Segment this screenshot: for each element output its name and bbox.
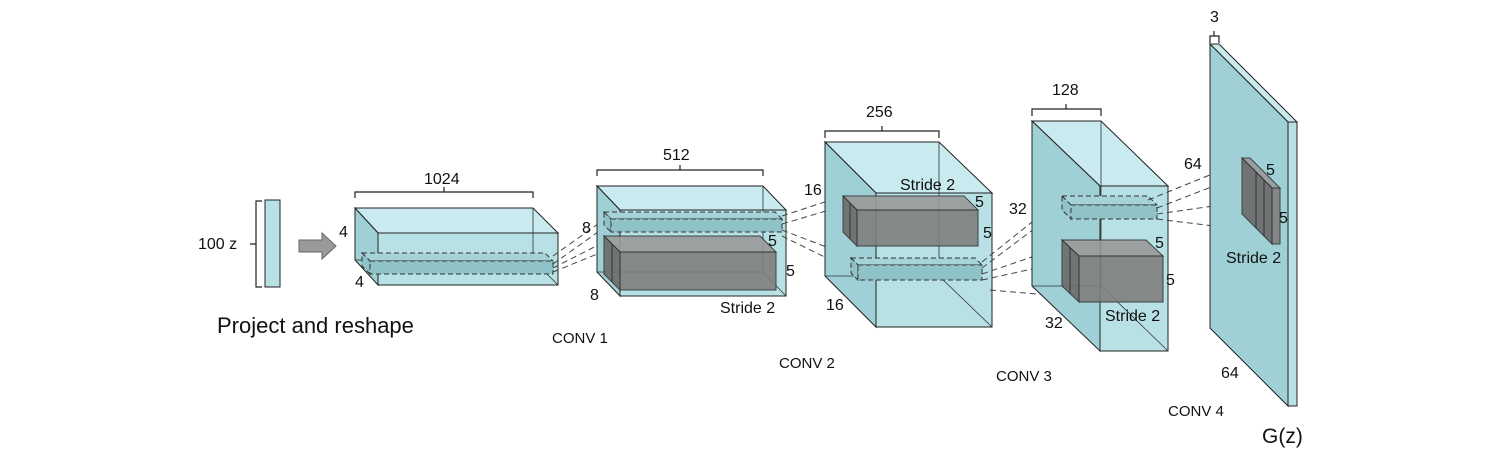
conv4-kernel-a-label: 5	[1266, 162, 1275, 179]
conv1-caption: CONV 1	[552, 330, 608, 347]
conv2-width-label: 16	[826, 297, 844, 314]
conv1-volume: 512 8 8 5 5 Stride 2 CONV 1	[552, 147, 795, 347]
conv4-height-label: 64	[1184, 156, 1202, 173]
z-label: 100 z	[198, 236, 237, 253]
project-volume: 1024 4 4	[339, 171, 560, 291]
input-z-group: 100 z Project and reshape	[198, 199, 414, 338]
conv3-volume: 128 32 32 5 5 Stride 2 CONV 3	[996, 82, 1175, 385]
conv2-kernel-a-label: 5	[975, 194, 984, 211]
conv4-volume: 3 64 64 5 5 Stride 2 CONV 4	[1168, 9, 1299, 420]
conv4-width-label: 64	[1221, 365, 1239, 382]
conv2-stride-label: Stride 2	[900, 177, 955, 194]
conv1-depth-label: 512	[663, 147, 690, 164]
conv4-kernel-b-label: 5	[1279, 210, 1288, 227]
conv2-caption: CONV 2	[779, 355, 835, 372]
conv4-depth-label: 3	[1210, 9, 1219, 26]
conv3-height-label: 32	[1009, 201, 1027, 218]
right-arrow-icon	[298, 231, 337, 261]
conv2-depth-label: 256	[866, 104, 893, 121]
conv1-stride-label: Stride 2	[720, 300, 775, 317]
conv3-stride-label: Stride 2	[1105, 308, 1160, 325]
conv1-height-label: 8	[582, 220, 591, 237]
project-depth-label: 1024	[424, 171, 460, 188]
project-caption: Project and reshape	[217, 313, 414, 338]
conv1-kernel-a-label: 5	[768, 233, 777, 250]
conv3-depth-label: 128	[1052, 82, 1079, 99]
conv3-caption: CONV 3	[996, 368, 1052, 385]
project-width-label: 4	[355, 274, 364, 291]
conv2-volume: 256 16 16 5 5 Stride 2 CONV 2	[779, 104, 994, 372]
z-vector	[264, 199, 281, 288]
conv4-caption: CONV 4	[1168, 403, 1224, 420]
conv1-width-label: 8	[590, 287, 599, 304]
conv2-height-label: 16	[804, 182, 822, 199]
conv1-kernel-b-label: 5	[786, 263, 795, 280]
conv3-width-label: 32	[1045, 315, 1063, 332]
conv3-kernel-b-label: 5	[1166, 272, 1175, 289]
conv4-stride-label: Stride 2	[1226, 250, 1281, 267]
project-height-label: 4	[339, 224, 348, 241]
conv2-kernel-b-label: 5	[983, 225, 992, 242]
conv3-kernel-a-label: 5	[1155, 235, 1164, 252]
output-label: G(z)	[1262, 425, 1303, 448]
